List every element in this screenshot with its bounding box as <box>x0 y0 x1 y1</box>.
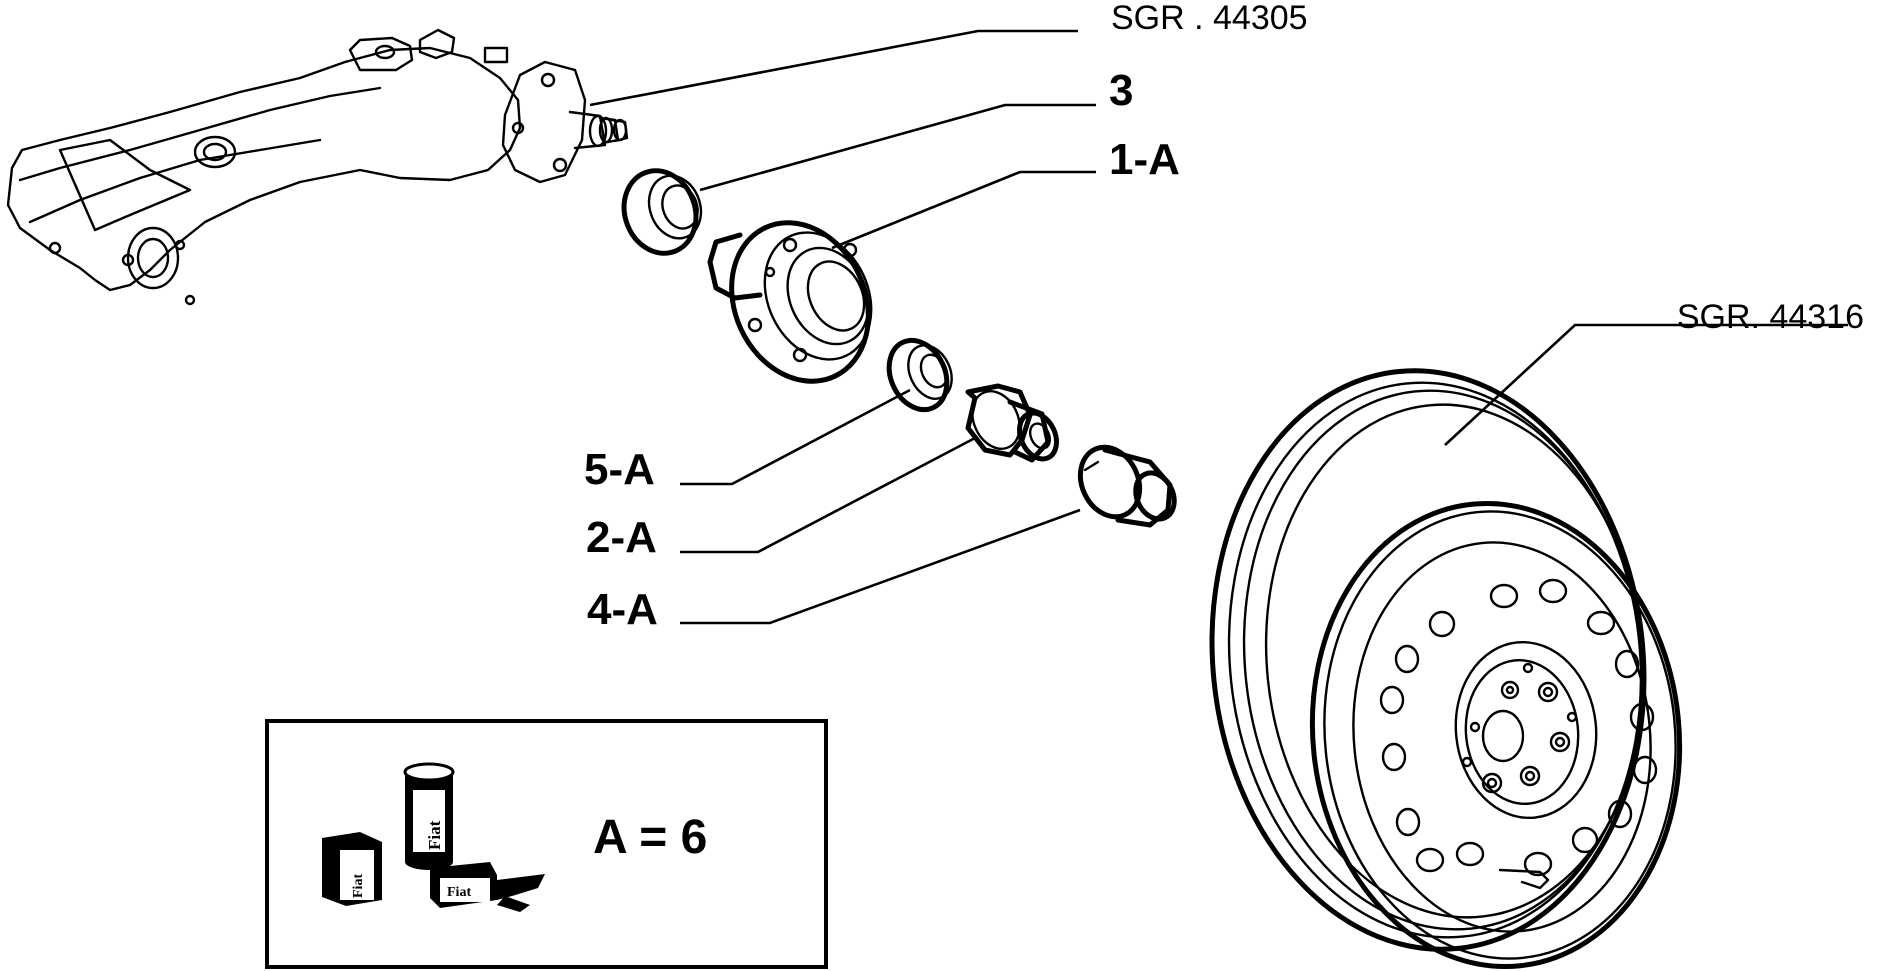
leader-part-1a <box>831 170 1096 250</box>
kit-legend-box: Fiat Fiat Fiat A = 6 <box>265 719 828 969</box>
steel-wheel-drawing <box>1209 368 1683 970</box>
kit-quantity-label: A = 6 <box>593 811 707 864</box>
leader-part-2a <box>680 436 976 554</box>
callout-labels: SGR . 44305 3 1-A 5-A 2-A 4-A SGR. 44316 <box>584 0 1864 634</box>
hub-nut-part-2a <box>965 383 1059 463</box>
brand-mark-cylinder: Fiat <box>425 820 444 850</box>
label-sgr-44305: SGR . 44305 <box>1111 0 1308 37</box>
label-part-3: 3 <box>1109 66 1133 115</box>
leader-part-5a <box>680 388 911 486</box>
label-part-5a: 5-A <box>584 445 655 494</box>
label-part-2a: 2-A <box>586 513 657 562</box>
label-part-1a: 1-A <box>1109 135 1180 184</box>
leader-part-4a <box>680 508 1081 625</box>
wheel-hub-part-1a <box>707 220 873 384</box>
dust-cap-part-4a <box>1077 444 1177 528</box>
suspension-arm-drawing <box>6 28 629 306</box>
spare-parts-kit-icon: Fiat Fiat Fiat <box>322 762 545 912</box>
brand-mark-right-box: Fiat <box>447 885 471 900</box>
bearing-part-5a <box>886 337 953 413</box>
leader-lines <box>589 29 1848 625</box>
leader-sgr-44305 <box>589 29 1078 107</box>
label-part-4a: 4-A <box>587 585 658 634</box>
brand-mark-left-box: Fiat <box>351 874 366 898</box>
label-sgr-44316: SGR. 44316 <box>1677 298 1864 336</box>
bearing-ring-part-3 <box>621 168 703 256</box>
leader-part-3 <box>699 103 1096 192</box>
leader-sgr-44316 <box>1444 323 1848 446</box>
